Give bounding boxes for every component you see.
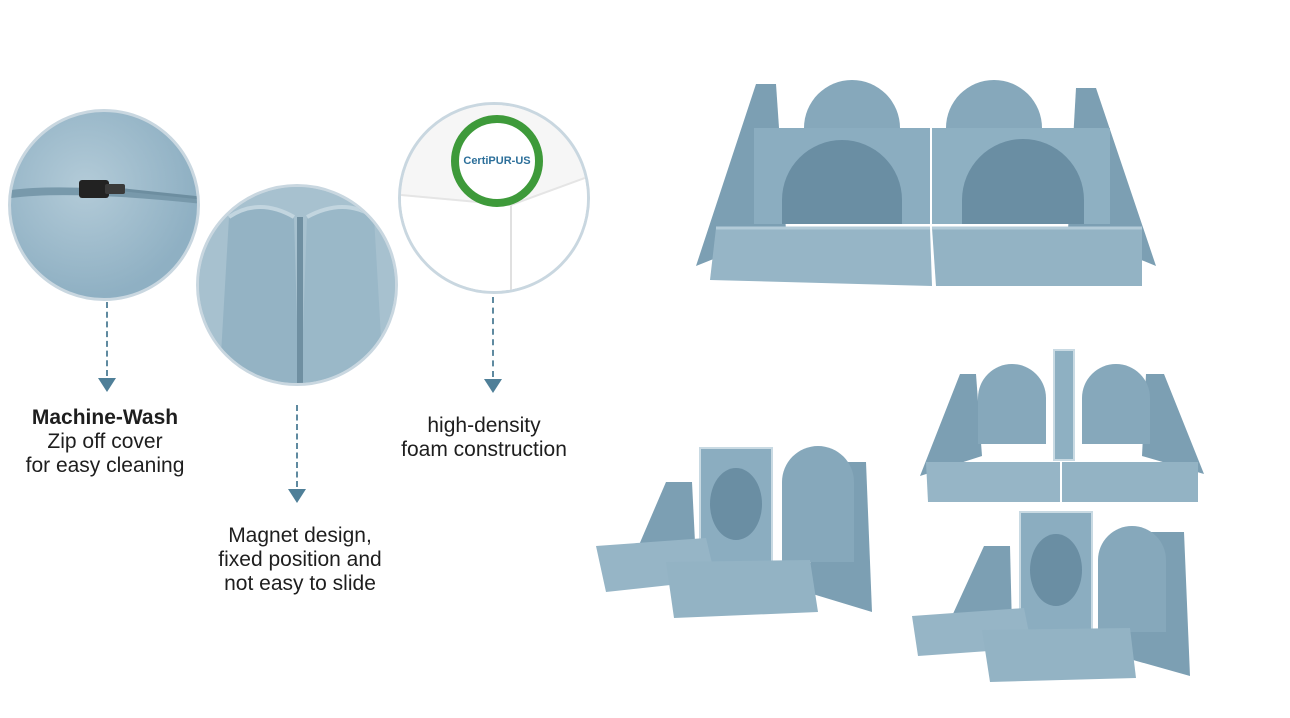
arrowhead-foam bbox=[484, 379, 502, 393]
magnet-line2: fixed position and bbox=[218, 548, 382, 571]
arrow-foam bbox=[492, 297, 494, 377]
foam-line2: foam construction bbox=[401, 438, 567, 461]
magnet-line3: not easy to slide bbox=[224, 572, 376, 595]
foam-line1: high-density bbox=[427, 414, 541, 437]
arrow-wash bbox=[106, 302, 108, 376]
wash-caption: Machine-Wash Zip off cover for easy clea… bbox=[10, 406, 200, 478]
zipper-icon bbox=[11, 180, 197, 204]
wash-title: Machine-Wash bbox=[31, 406, 179, 429]
certipur-label: CertiPUR-US bbox=[463, 155, 531, 167]
magnet-closeup bbox=[196, 184, 398, 386]
arrow-magnet bbox=[296, 405, 298, 487]
sofa-config-tunnel bbox=[596, 442, 876, 622]
wash-line1: Zip off cover bbox=[47, 430, 163, 453]
sofa-config-arches bbox=[696, 70, 1156, 292]
wash-line2: for easy cleaning bbox=[25, 454, 185, 477]
certipur-badge-icon: CertiPUR-US bbox=[451, 115, 543, 207]
zip-cover-closeup bbox=[8, 109, 200, 301]
sofa-config-tunnel-alt bbox=[912, 508, 1196, 684]
foam-caption: high-density foam construction bbox=[386, 414, 582, 462]
foam-closeup: CertiPUR-US bbox=[398, 102, 590, 294]
magnet-line1: Magnet design, bbox=[228, 524, 372, 547]
magnet-caption: Magnet design, fixed position and not ea… bbox=[196, 524, 404, 596]
magnet-icon bbox=[199, 187, 395, 383]
sofa-config-divided bbox=[920, 346, 1204, 506]
arrowhead-magnet bbox=[288, 489, 306, 503]
arrowhead-wash bbox=[98, 378, 116, 392]
